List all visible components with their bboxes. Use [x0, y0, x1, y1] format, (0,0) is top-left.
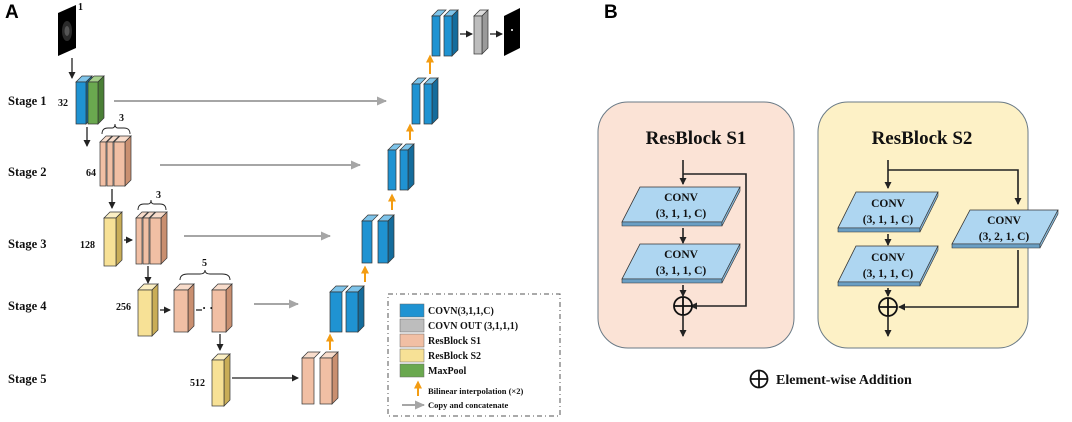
legend-conv-out-label: COVN OUT (3,1,1,1) [428, 321, 518, 332]
stage-5-label: Stage 5 [8, 372, 47, 386]
channel-32: 32 [58, 98, 68, 109]
conv-out-block [473, 9, 489, 55]
stage2-brace [101, 123, 131, 135]
output-conv-pair [431, 9, 459, 57]
input-image [58, 5, 76, 56]
decoder-stage4-conv-pair [329, 285, 365, 333]
circle-plus-icon [749, 369, 769, 389]
legend-copy-label: Copy and concatenate [428, 400, 509, 410]
decoder-stage2-conv-pair [387, 143, 415, 191]
resblock-s2-conv3-line2: (3, 2, 1, C) [979, 231, 1030, 243]
decoder-stage3-conv-pair [361, 214, 395, 264]
stage1-maxpool-block [87, 75, 105, 125]
legend-swatch-resblock-s2 [399, 348, 425, 363]
stage4-brace [179, 269, 231, 281]
stage-3-label: Stage 3 [8, 237, 47, 251]
circle-plus-icon [878, 297, 898, 317]
stage4-ellipsis: · · [202, 301, 213, 315]
stage3-resblock-s1-group [135, 211, 168, 265]
stage2-repeat-count: 3 [119, 113, 124, 124]
panel-b-label: B [604, 2, 618, 23]
resblock-s1-diagram: ResBlock S1 CONV (3, 1, 1, C) CONV (3, 1… [597, 101, 795, 349]
legend: COVN(3,1,1,C) COVN OUT (3,1,1,1) ResBloc… [387, 293, 561, 417]
resblock-s1-conv1: CONV (3, 1, 1, C) [621, 186, 741, 227]
resblock-s2-conv2: CONV (3, 1, 1, C) [837, 245, 939, 287]
legend-bilinear-label: Bilinear interpolation (×2) [428, 386, 524, 396]
stage-4-label: Stage 4 [8, 299, 47, 313]
resblock-s2-conv3-line1: CONV [987, 215, 1022, 227]
stage5-resblock-s2-block [211, 353, 231, 407]
resblock-s2-conv3: CONV (3, 2, 1, C) [951, 209, 1059, 249]
legend-conv-label: COVN(3,1,1,C) [428, 306, 494, 317]
decoder-stage5-resblock-s1-pair [301, 351, 339, 405]
legend-swatch-maxpool [399, 363, 425, 378]
legend-swatch-resblock-s1 [399, 333, 425, 348]
legend-resblock-s2-label: ResBlock S2 [428, 351, 481, 362]
channel-256: 256 [116, 302, 131, 313]
channel-512: 512 [190, 378, 205, 389]
resblock-s2-diagram: ResBlock S2 CONV (3, 1, 1, C) CONV (3, 2… [817, 101, 1059, 349]
resblock-s2-conv1: CONV (3, 1, 1, C) [837, 191, 939, 233]
circle-plus-icon [673, 296, 693, 316]
resblock-s1-conv1-line2: (3, 1, 1, C) [656, 208, 707, 220]
resblock-s2-conv2-line2: (3, 1, 1, C) [863, 268, 914, 280]
stage3-brace [137, 199, 167, 211]
resblock-s1-conv2-line2: (3, 1, 1, C) [656, 265, 707, 277]
stage-1-label: Stage 1 [8, 94, 47, 108]
element-wise-legend: Element-wise Addition [749, 369, 912, 389]
legend-swatch-conv [399, 303, 425, 318]
element-wise-label: Element-wise Addition [776, 373, 912, 388]
output-mask-image [504, 8, 520, 56]
stage4-resblock-s1-first [173, 283, 195, 333]
stage3-repeat-count: 3 [156, 190, 161, 201]
channel-128: 128 [80, 240, 95, 251]
resblock-s2-conv2-line1: CONV [871, 252, 906, 264]
resblock-s1-conv2-line1: CONV [664, 249, 699, 261]
stage3-resblock-s2-block [103, 211, 123, 267]
channel-64: 64 [86, 168, 96, 179]
resblock-s1-conv2: CONV (3, 1, 1, C) [621, 243, 741, 284]
stage-2-label: Stage 2 [8, 165, 47, 179]
resblock-s2-conv1-line2: (3, 1, 1, C) [863, 214, 914, 226]
stage2-resblock-s1-group [99, 135, 132, 187]
resblock-s2-conv1-line1: CONV [871, 198, 906, 210]
panel-a-label: A [5, 2, 19, 23]
stage4-resblock-s1-last [211, 283, 233, 333]
legend-resblock-s1-label: ResBlock S1 [428, 336, 481, 347]
legend-swatch-conv-out [399, 318, 425, 333]
resblock-s1-conv1-line1: CONV [664, 192, 699, 204]
stage4-repeat-count: 5 [202, 258, 207, 269]
legend-maxpool-label: MaxPool [428, 366, 467, 377]
input-number: 1 [78, 2, 83, 13]
resblock-s1-title: ResBlock S1 [646, 128, 747, 149]
resblock-s2-title: ResBlock S2 [872, 128, 973, 149]
stage4-resblock-s2-block [137, 283, 159, 337]
decoder-stage1-conv-pair [411, 77, 439, 125]
